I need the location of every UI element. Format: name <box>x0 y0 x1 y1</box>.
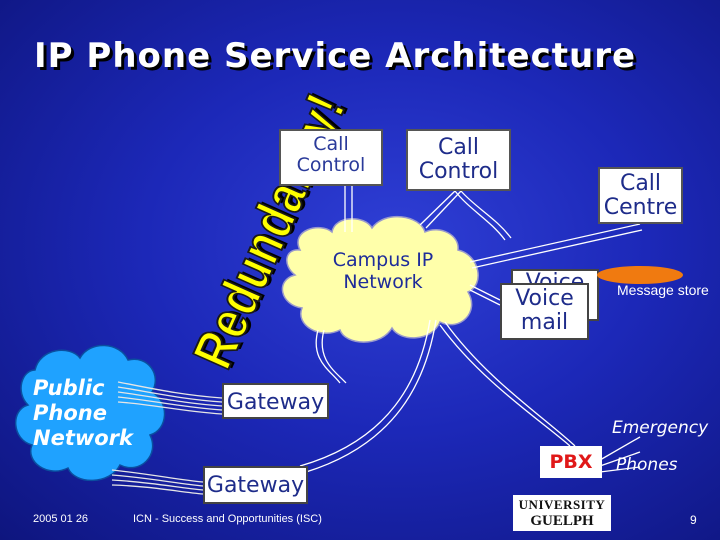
control-links <box>344 186 643 306</box>
public-network-label: Public Phone Network <box>33 376 134 451</box>
campus-network-label: Campus IP Network <box>332 249 434 293</box>
logo-line-1: UNIVERSITY <box>518 497 606 512</box>
phones-label: Phones <box>616 455 678 475</box>
call-control-box-2: Call Control <box>406 129 511 191</box>
gateway-box-2: Gateway <box>203 466 308 504</box>
call-control-box-1: Call Control <box>279 129 383 186</box>
footer-course: ICN - Success and Opportunities (ISC) <box>133 513 322 525</box>
trunk-lines <box>111 381 223 495</box>
university-logo: UNIVERSITY GUELPH <box>513 495 611 531</box>
footer-date: 2005 01 26 <box>33 513 89 525</box>
emergency-label: Emergency <box>612 418 709 438</box>
page-number: 9 <box>690 513 697 527</box>
gateway-box-1: Gateway <box>222 383 329 419</box>
call-centre-box: Call Centre <box>598 167 683 224</box>
message-store-icon <box>597 266 683 284</box>
campus-cloud <box>281 215 479 343</box>
message-store-label: Message store <box>617 282 709 298</box>
public-network-cloud <box>14 344 166 482</box>
logo-line-2: GUELPH <box>530 513 594 529</box>
gateway-links <box>299 319 641 473</box>
page-title: IP Phone Service Architecture <box>34 36 637 76</box>
voice-mail-box-front: Voice mail <box>500 283 589 340</box>
pbx-box: PBX <box>540 446 602 478</box>
